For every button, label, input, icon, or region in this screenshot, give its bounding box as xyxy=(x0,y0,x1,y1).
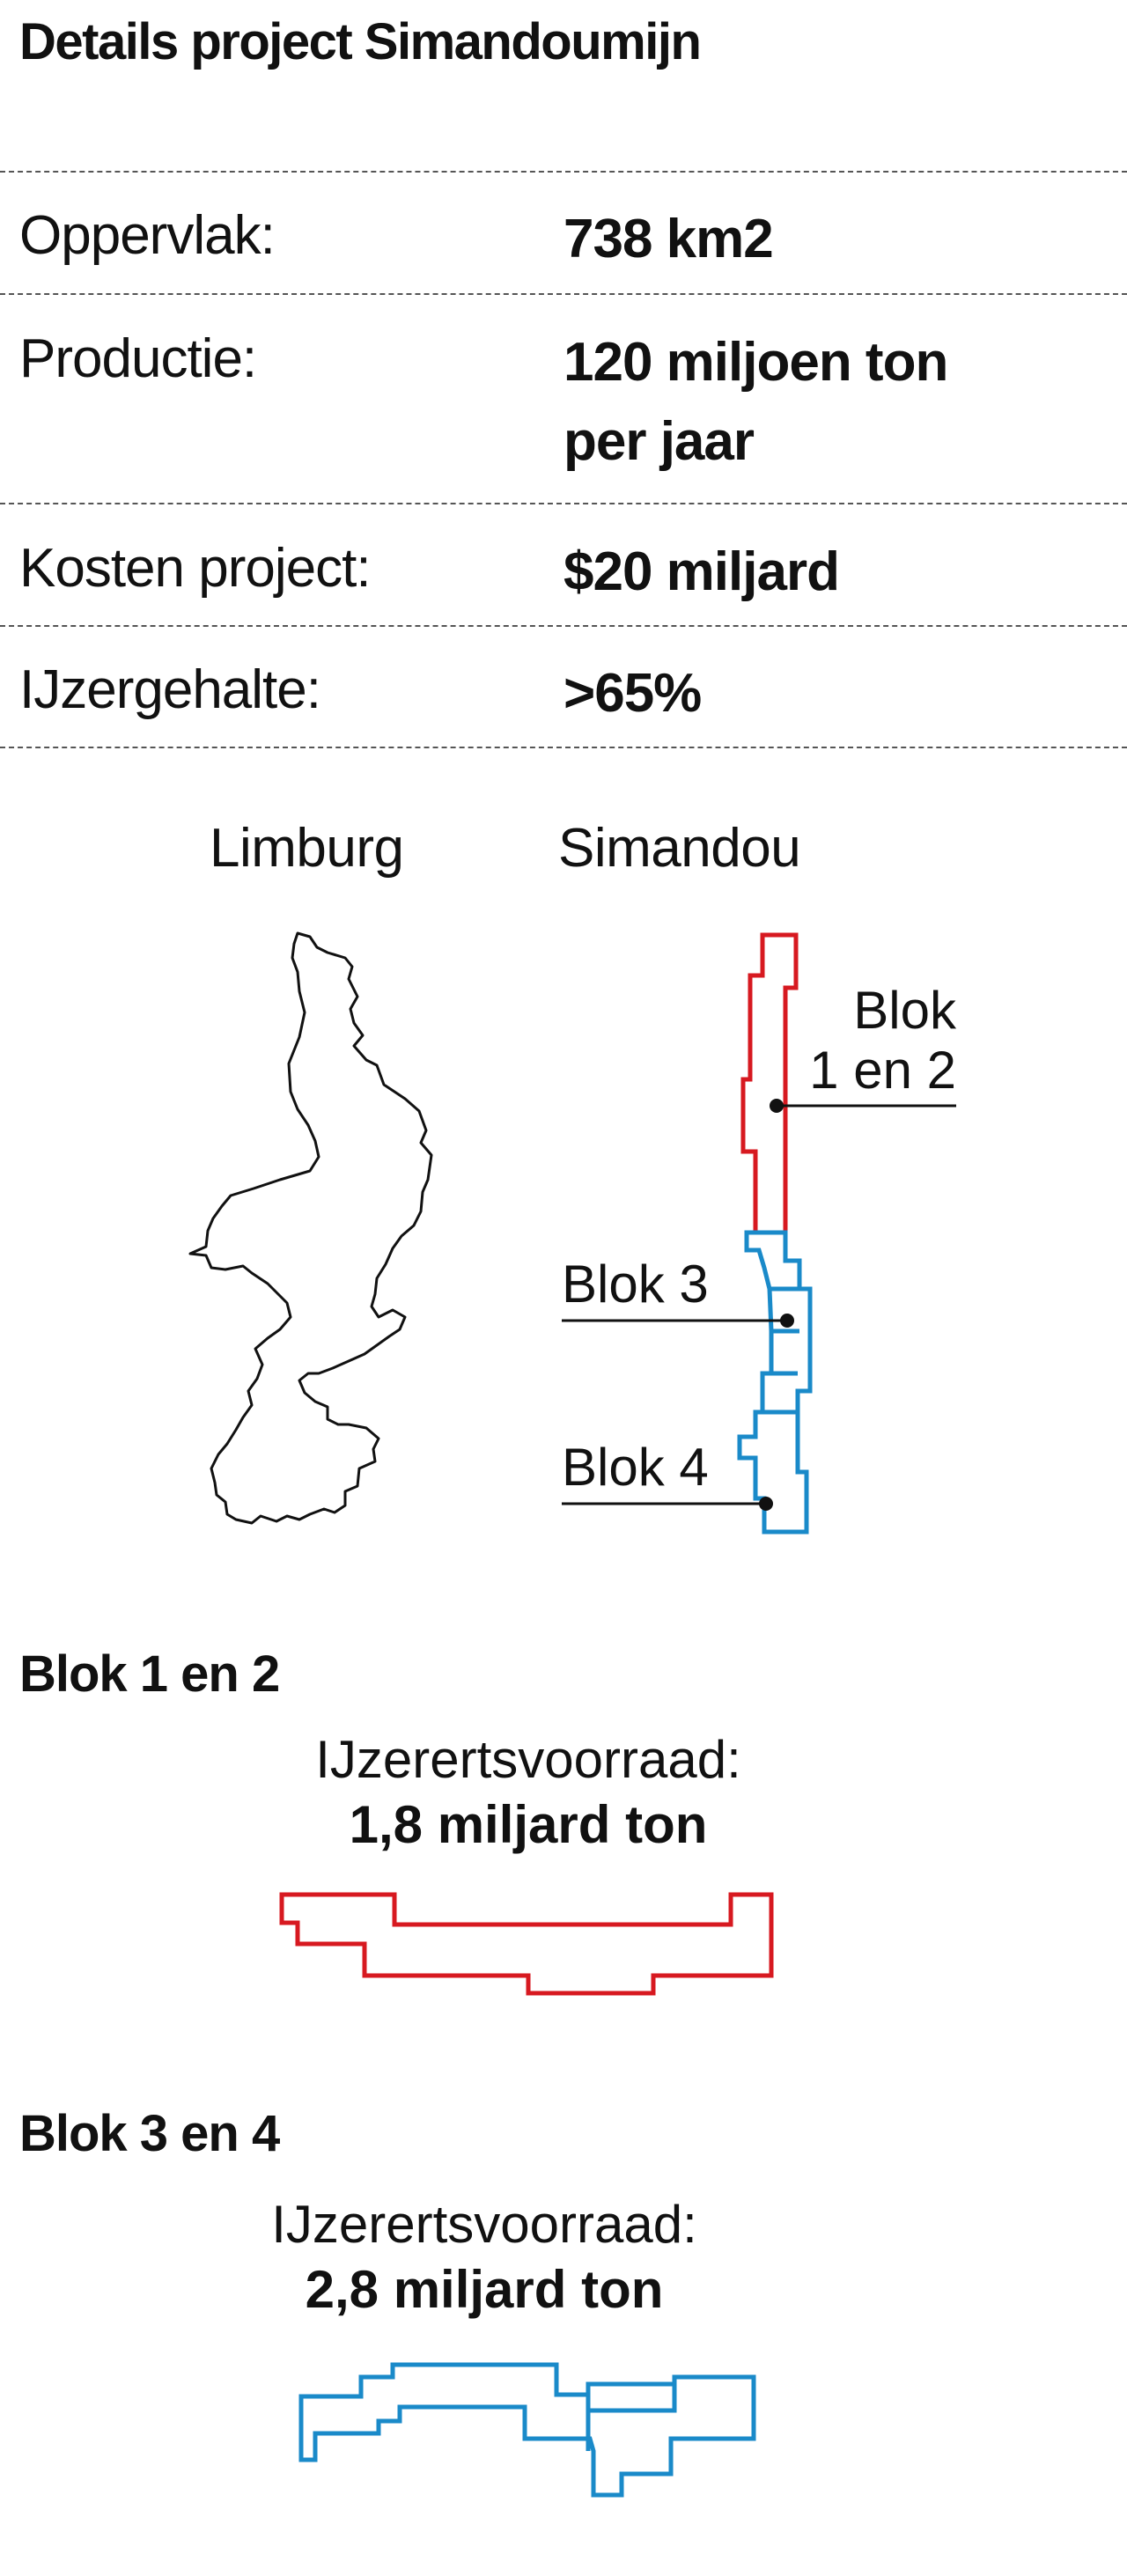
reserve-blok-3-en-4: IJzerertsvoorraad: 2,8 miljard ton xyxy=(0,2192,1013,2322)
callout-blok-1-en-2-line1: Blok xyxy=(853,981,956,1040)
fact-label-ijzergehalte: IJzergehalte: xyxy=(19,659,321,720)
reserve-blok-1-en-2: IJzerertsvoorraad: 1,8 miljard ton xyxy=(0,1727,1057,1858)
fact-value-productie-line1: 120 miljoen ton xyxy=(564,332,948,393)
section-heading-blok-1-en-2: Blok 1 en 2 xyxy=(19,1645,280,1703)
simandou-blok-1-en-2-outline xyxy=(740,932,799,1235)
reserve-value: 2,8 miljard ton xyxy=(305,2260,664,2319)
divider xyxy=(0,503,1127,504)
callout-blok-1-en-2-line2: 1 en 2 xyxy=(809,1041,956,1100)
shape-blok-3-en-4 xyxy=(298,2362,756,2498)
divider xyxy=(0,293,1127,295)
callout-blok-3: Blok 3 xyxy=(562,1255,709,1314)
shape-blok-3-en-4-divider xyxy=(586,2384,677,2451)
shape-blok-1-en-2 xyxy=(279,1892,774,1996)
fact-value-oppervlak: 738 km2 xyxy=(564,209,774,269)
callout-blok-4: Blok 4 xyxy=(562,1438,709,1497)
divider xyxy=(0,171,1127,173)
reserve-label: IJzerertsvoorraad: xyxy=(271,2195,697,2254)
map-caption-simandou: Simandou xyxy=(558,818,801,879)
callout-blok-1-en-2: Blok 1 en 2 xyxy=(775,981,956,1100)
limburg-outline xyxy=(188,931,433,1525)
fact-label-kosten: Kosten project: xyxy=(19,538,372,599)
map-caption-limburg: Limburg xyxy=(210,818,404,879)
fact-value-kosten: $20 miljard xyxy=(564,541,840,602)
fact-value-ijzergehalte: >65% xyxy=(564,663,702,724)
fact-label-productie: Productie: xyxy=(19,328,257,389)
divider xyxy=(0,747,1127,748)
leader-dot-blok-4 xyxy=(759,1497,773,1511)
leader-dot-blok-1-en-2 xyxy=(770,1099,784,1113)
fact-label-oppervlak: Oppervlak: xyxy=(19,205,276,266)
reserve-value: 1,8 miljard ton xyxy=(349,1795,708,1854)
reserve-label: IJzerertsvoorraad: xyxy=(315,1730,741,1789)
leader-dot-blok-3 xyxy=(780,1314,794,1328)
simandou-inner-border xyxy=(762,1286,799,1415)
divider xyxy=(0,625,1127,627)
fact-value-productie-line2: per jaar xyxy=(564,411,755,472)
page-title: Details project Simandoumijn xyxy=(19,13,702,70)
simandou-blok-3-en-4-outline xyxy=(737,1230,813,1535)
section-heading-blok-3-en-4: Blok 3 en 4 xyxy=(19,2105,280,2162)
